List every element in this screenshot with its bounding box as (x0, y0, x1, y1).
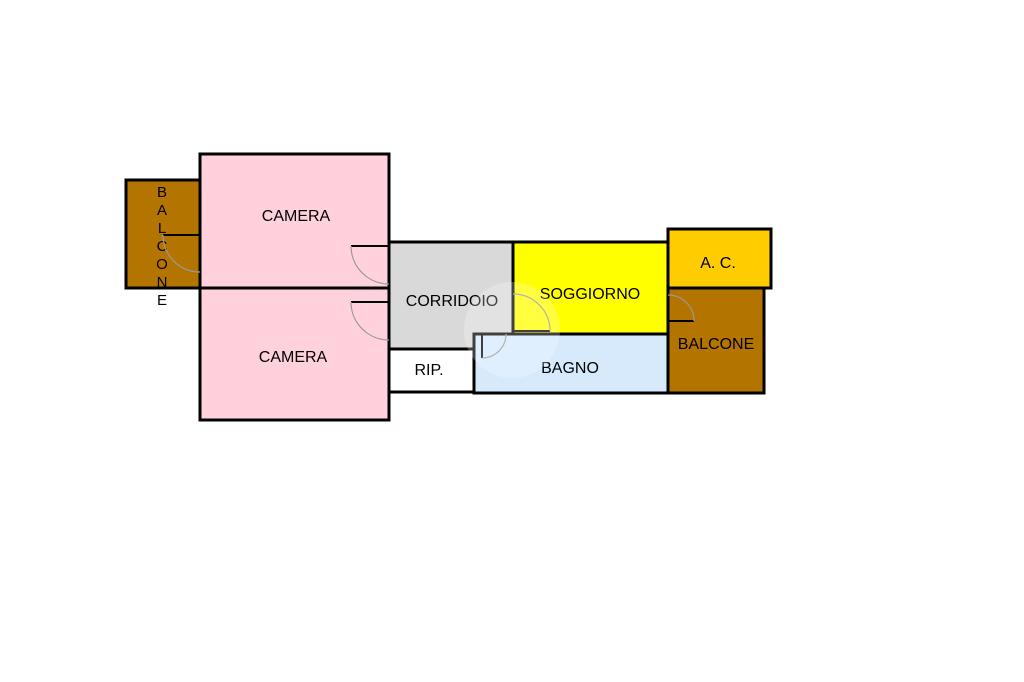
watermark-circle (464, 282, 560, 378)
room-label: BAGNO (541, 360, 599, 377)
room-label: CORRIDOIO (406, 293, 498, 310)
room-rip: RIP. (387, 347, 476, 394)
door-camera-top (350, 245, 390, 285)
room-bagno: BAGNO (472, 332, 670, 395)
room-camera-bottom: CAMERA (198, 286, 391, 422)
room-label: BALCONE (154, 184, 171, 310)
door-balcone-camera (162, 234, 201, 273)
room-label: CAMERA (259, 349, 328, 366)
door-bagno (481, 333, 507, 359)
room-ac: A. C. (666, 227, 773, 290)
room-balcone-left: BALCONE (124, 178, 202, 310)
room-camera-top: CAMERA (198, 152, 391, 290)
room-soggiorno: SOGGIORNO (511, 240, 670, 336)
room-label: BALCONE (678, 336, 754, 353)
room-label: RIP. (414, 362, 443, 379)
door-soggiorno (512, 293, 551, 332)
room-label: A. C. (700, 255, 736, 272)
room-label: CAMERA (262, 208, 331, 225)
door-camera-bottom (350, 301, 390, 341)
room-label: SOGGIORNO (540, 286, 640, 303)
room-balcone-right: BALCONE (666, 286, 766, 395)
door-balcone-right (667, 294, 695, 322)
